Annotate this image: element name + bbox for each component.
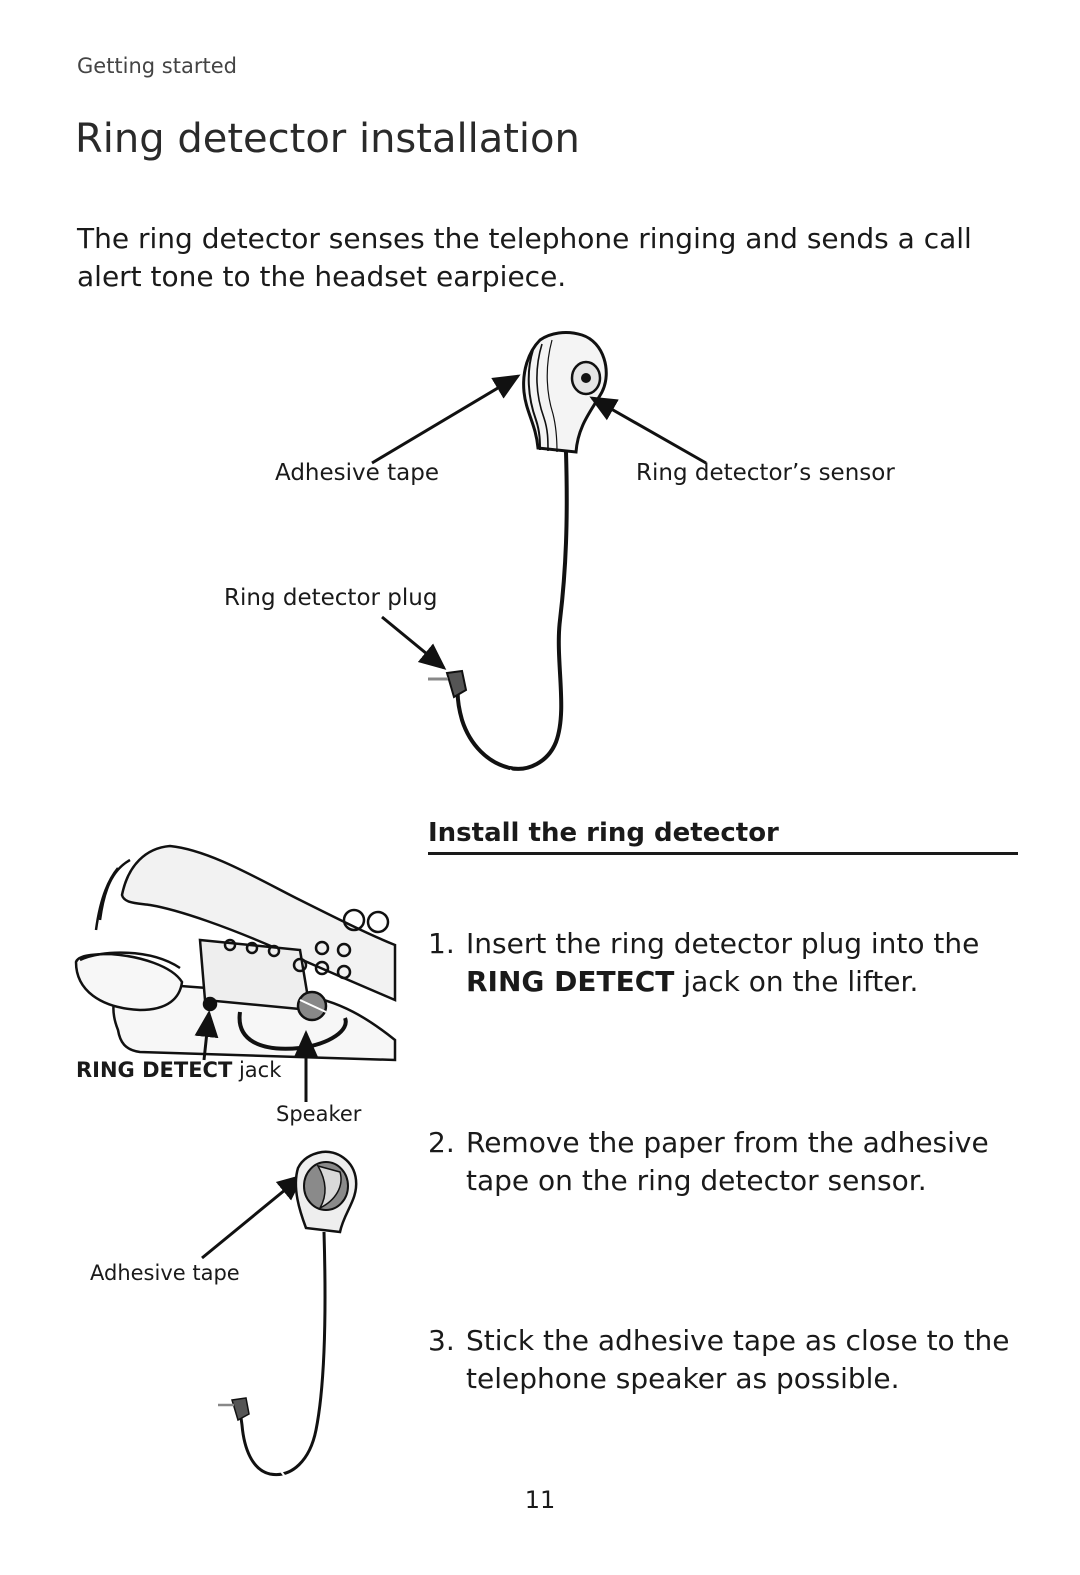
- label-ring-detect-jack: RING DETECT jack: [76, 1058, 281, 1082]
- step-1: 1. Insert the ring detector plug into the…: [428, 925, 1028, 1001]
- step-2: 2. Remove the paper from the adhesive tap…: [428, 1124, 1028, 1200]
- step-text-part: jack on the lifter.: [674, 965, 919, 998]
- ring-detector-plug: [428, 669, 468, 699]
- install-heading: Install the ring detector: [428, 818, 1018, 855]
- ring-detector-sensor-small-illustration: [294, 1150, 358, 1234]
- step-text: Remove the paper from the adhesive tape …: [466, 1126, 989, 1197]
- section-label: Getting started: [77, 54, 237, 78]
- step-number: 3.: [428, 1324, 455, 1357]
- step-text-part: Insert the ring detector plug into the: [466, 927, 980, 960]
- label-speaker: Speaker: [276, 1102, 362, 1126]
- ring-detector-sensor-illustration: [522, 331, 608, 454]
- page-title: Ring detector installation: [75, 116, 580, 162]
- callout-arrows-left: [194, 1010, 318, 1260]
- label-adhesive-tape: Adhesive tape: [275, 460, 439, 486]
- step-number: 2.: [428, 1126, 455, 1159]
- ring-detector-cord-small: [238, 1231, 327, 1479]
- callout-arrows-top: [371, 374, 707, 670]
- step-number: 1.: [428, 927, 455, 960]
- intro-paragraph: The ring detector senses the telephone r…: [77, 222, 972, 293]
- label-jack: jack: [232, 1058, 282, 1082]
- step-3: 3. Stick the adhesive tape as close to th…: [428, 1322, 1028, 1398]
- label-ring-detector-sensor: Ring detector’s sensor: [636, 460, 895, 486]
- telephone-lifter-illustration: [74, 844, 397, 1062]
- label-adhesive-tape-small: Adhesive tape: [90, 1261, 240, 1285]
- step-text: Stick the adhesive tape as close to the …: [466, 1324, 1010, 1395]
- page-number: 11: [524, 1486, 556, 1514]
- step-text-bold: RING DETECT: [466, 965, 675, 998]
- label-ring-detect-bold: RING DETECT: [76, 1058, 233, 1082]
- label-ring-detector-plug: Ring detector plug: [224, 585, 438, 611]
- step-text: Insert the ring detector plug into the R…: [466, 925, 1026, 1001]
- ring-detector-plug-small: [218, 1397, 250, 1422]
- ring-detector-cord: [455, 451, 569, 777]
